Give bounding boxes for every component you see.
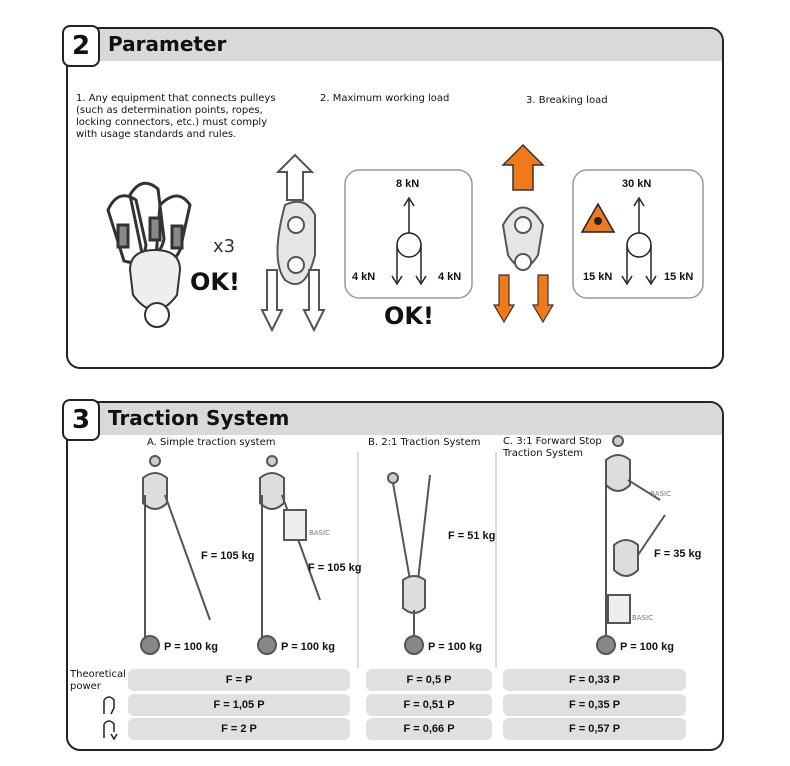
table-cell: F = 0,51 P — [403, 699, 455, 711]
mwl-left-force: 4 kN — [352, 271, 376, 283]
bl-top-force: 30 kN — [622, 178, 652, 190]
basic-device-label-3: BASIC — [632, 614, 653, 622]
table-cell: F = 0,66 P — [403, 723, 455, 735]
load-label-b: P = 100 kg — [428, 641, 482, 653]
table-row-2-band-a — [128, 694, 350, 716]
traction-system-b — [387, 472, 431, 655]
table-cell: F = P — [225, 674, 253, 686]
basic-device-label-2: BASIC — [650, 490, 671, 498]
load-label-a1: P = 100 kg — [164, 641, 218, 653]
bl-left-force: 15 kN — [583, 271, 613, 283]
traction-system-c — [596, 435, 666, 655]
table-row-1-band-b — [366, 669, 492, 691]
mwl-right-force: 4 kN — [438, 271, 462, 283]
theoretical-power-label: Theoretical power — [70, 669, 126, 692]
force-label-c: F = 35 kg — [654, 548, 702, 560]
table-cell: F = 0,33 P — [568, 674, 621, 686]
col-b-title: B. 2:1 Traction System — [368, 437, 481, 448]
table-row-2-band-b — [366, 694, 492, 716]
force-label-a1: F = 105 kg — [201, 550, 255, 562]
section-title: Traction System — [108, 406, 290, 430]
breaking-pulley-illustration — [492, 143, 555, 324]
x3-label: x3 — [213, 236, 236, 257]
simple-traction-system-a — [140, 455, 211, 655]
table-cell: F = 2 P — [221, 723, 257, 735]
table-row-1-band-a — [128, 669, 350, 691]
carabiners-illustration — [106, 181, 192, 328]
mwl-top-force: 8 kN — [396, 178, 420, 190]
section-number: 3 — [62, 399, 100, 441]
traction-header — [68, 403, 722, 435]
max-working-load-label: 2. Maximum working load — [320, 93, 450, 104]
table-cell: F = 0,5 P — [406, 674, 452, 686]
table-cell: F = 0,35 P — [568, 699, 621, 711]
table-row-3-band-a — [128, 718, 350, 740]
section-number: 2 — [62, 25, 100, 67]
section-title: Parameter — [108, 32, 227, 56]
force-label-b: F = 51 kg — [448, 530, 496, 542]
col-a-title: A. Simple traction system — [147, 437, 276, 448]
equipment-rule-text: 1. Any equipment that connects pulleys (… — [76, 93, 276, 140]
basic-device-label: BASIC — [309, 529, 330, 537]
ok-label-2: OK! — [384, 302, 434, 330]
pulley-row-icon — [103, 696, 115, 715]
table-row-3-band-b — [366, 718, 492, 740]
table-row-1-band-c — [503, 669, 686, 691]
force-label-a2: F = 105 kg — [308, 562, 362, 574]
parameter-header — [68, 29, 722, 61]
simple-traction-system-a-2 — [257, 455, 321, 655]
load-label-c: P = 100 kg — [620, 641, 674, 653]
table-cell: F = 0,57 P — [568, 723, 621, 735]
table-row-3-band-c — [503, 718, 686, 740]
col-c-title: C. 3:1 Forward Stop Traction System — [503, 436, 602, 459]
table-row-2-band-c — [503, 694, 686, 716]
pulley-load-illustration — [260, 153, 326, 333]
pulley-reverse-row-icon — [103, 720, 118, 741]
load-label-a2: P = 100 kg — [281, 641, 335, 653]
table-cell: F = 1,05 P — [213, 699, 265, 711]
bl-right-force: 15 kN — [664, 271, 694, 283]
ok-label: OK! — [190, 268, 240, 296]
breaking-load-label: 3. Breaking load — [526, 95, 608, 106]
